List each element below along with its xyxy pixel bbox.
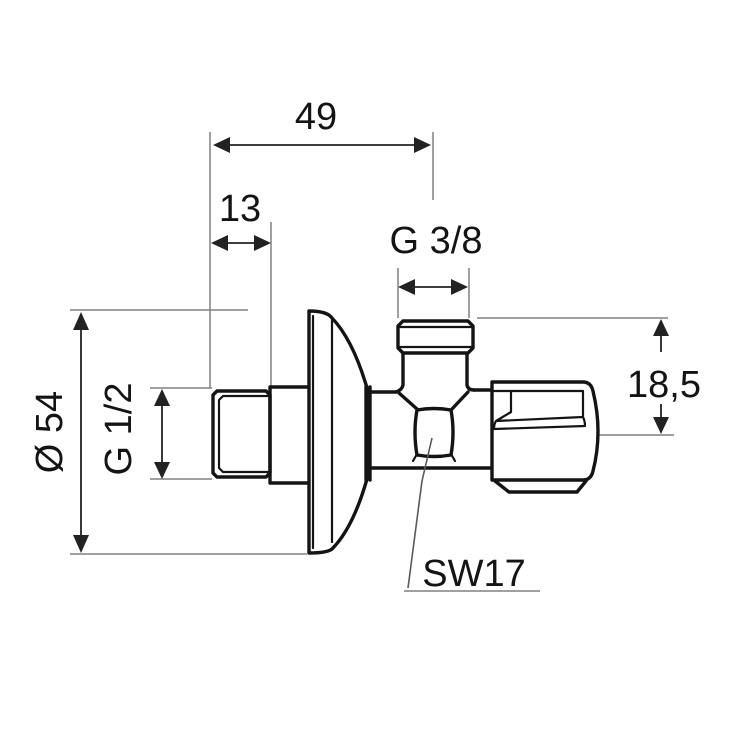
dim-dia54-arrow-bottom — [73, 535, 89, 553]
dim-13: 13 — [211, 188, 271, 251]
valve-drawing — [211, 309, 600, 592]
handwheel-grip-lines — [490, 389, 587, 431]
dim-185-arrow-bottom — [653, 417, 669, 434]
sw17-nut — [411, 406, 457, 463]
sw17-leader-line — [407, 437, 433, 589]
g38-riser-tube — [394, 351, 476, 394]
dim-g12-arrow-top — [154, 389, 170, 406]
g12-thread-relief — [217, 394, 272, 474]
dim-13-arrow-left — [211, 235, 228, 251]
dim-g38: G 3/8 — [390, 220, 483, 295]
dim-dia54-arrow-top — [73, 312, 89, 330]
body-funnel-left — [397, 391, 419, 411]
g38-thread-cap — [396, 319, 475, 355]
dim-g12: G 1/2 — [98, 383, 170, 479]
sw17-nut-chamfer-ticks — [411, 452, 457, 463]
dimensions: 49 13 G 3/8 Ø 54 G 1/2 — [29, 96, 701, 595]
dim-g38-arrow-left — [398, 279, 415, 295]
dim-g38-label: G 3/8 — [390, 220, 483, 262]
wall-rosette — [307, 309, 369, 555]
dim-g12-arrow-bottom — [154, 462, 170, 479]
rosette-outline — [307, 309, 369, 555]
handwheel — [490, 380, 600, 494]
reference-lines — [70, 132, 674, 555]
valve-body — [368, 388, 494, 470]
neck-ring — [364, 385, 372, 482]
handwheel-outline — [490, 380, 600, 482]
dim-g38-arrow-right — [451, 279, 468, 295]
dim-49-label: 49 — [295, 96, 337, 138]
connector-cylinder — [268, 385, 311, 485]
g12-wall-thread — [211, 389, 272, 479]
dim-49: 49 — [213, 96, 431, 153]
dim-185: 18,5 — [627, 319, 701, 434]
g38-thread-relief — [397, 325, 474, 349]
dim-13-label: 13 — [219, 188, 261, 230]
dim-dia54-label: Ø 54 — [29, 391, 71, 473]
connector-cylinder-outline — [268, 385, 311, 485]
sw17-nut-barrel — [413, 406, 455, 459]
sw17-label: SW17 — [422, 553, 525, 595]
dim-13-arrow-right — [254, 235, 271, 251]
dim-185-label: 18,5 — [627, 364, 701, 406]
g38-outlet — [394, 319, 476, 394]
dim-49-arrow-right — [414, 137, 431, 153]
g12-thread-outline — [211, 389, 272, 479]
dim-185-arrow-top — [653, 319, 669, 336]
handwheel-skirt — [493, 479, 588, 494]
dim-g12-label: G 1/2 — [98, 383, 140, 476]
body-funnel-right — [450, 390, 470, 411]
dim-dia54: Ø 54 — [29, 312, 89, 553]
dim-49-arrow-left — [213, 137, 230, 153]
